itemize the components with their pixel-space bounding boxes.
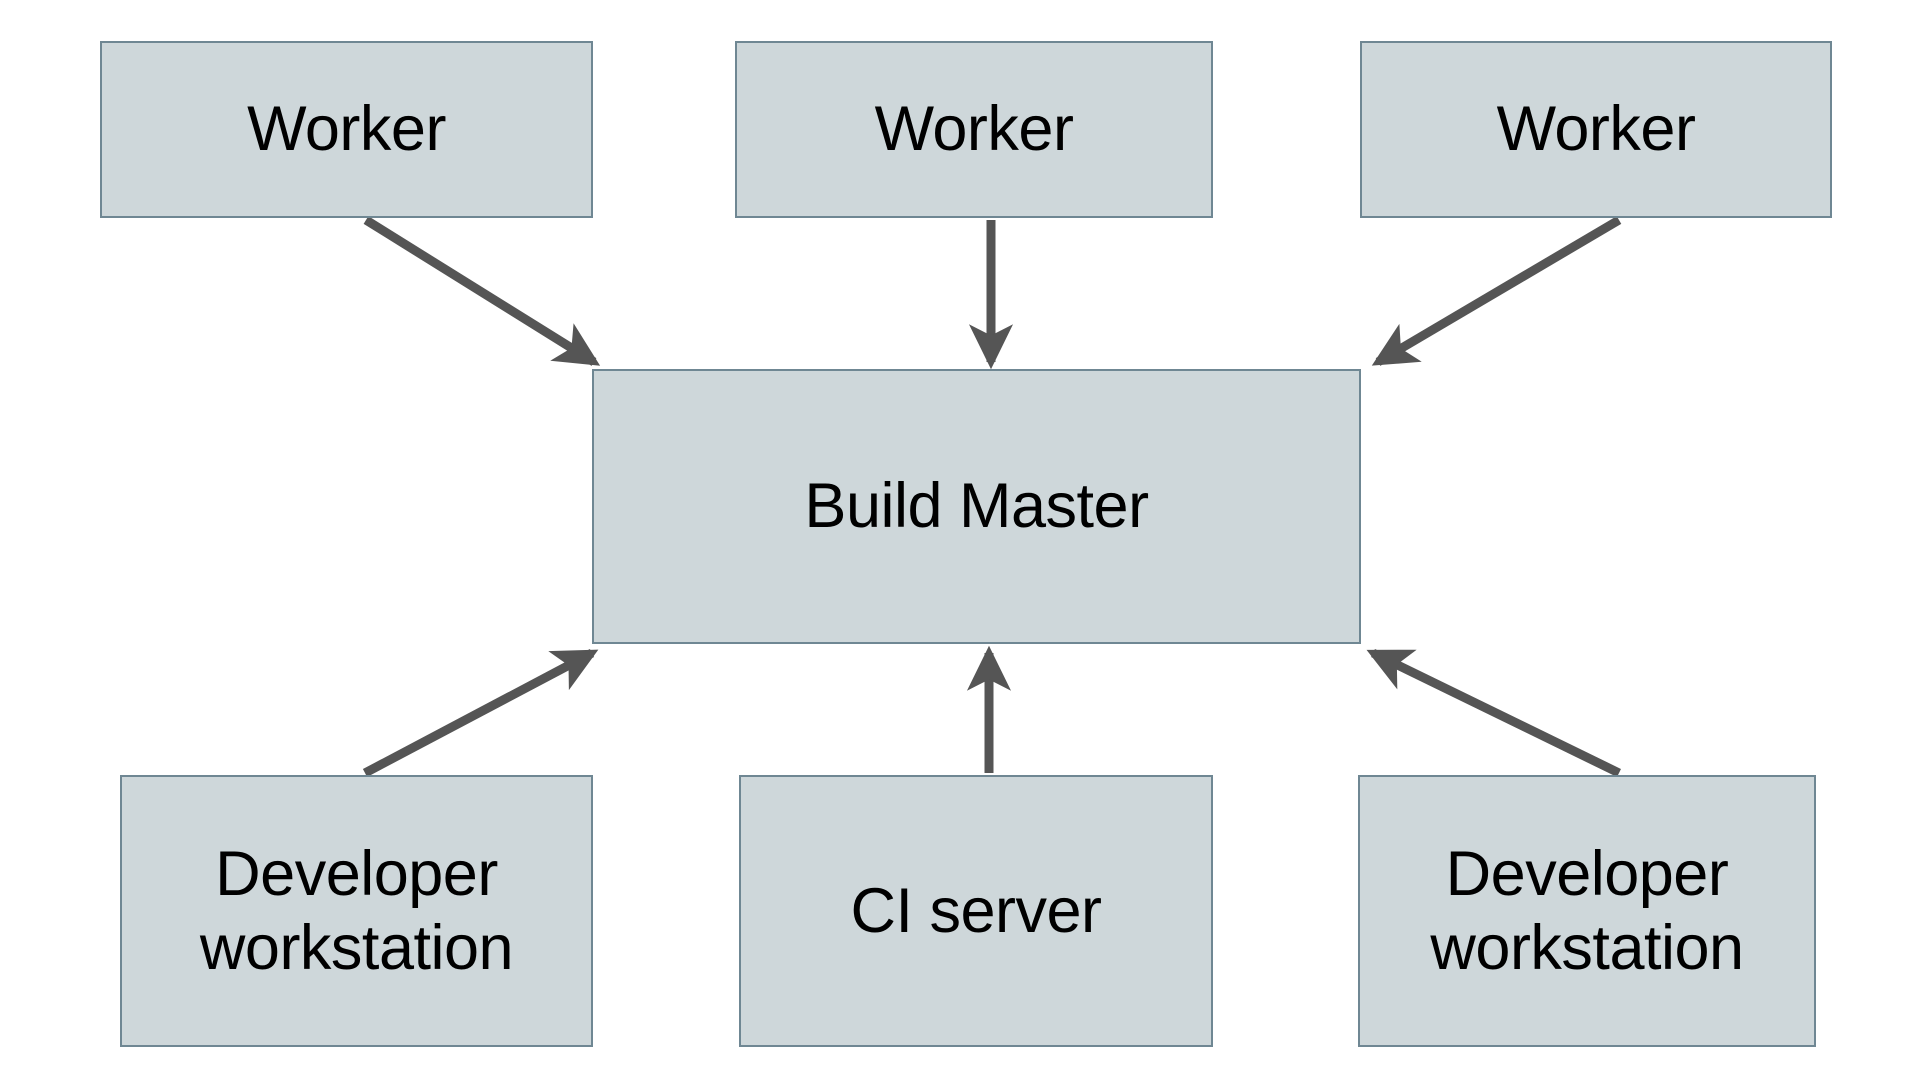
node-worker-2[interactable]: Worker — [735, 41, 1213, 218]
edge-worker3-to-master — [1371, 216, 1622, 366]
edge-worker1-to-master — [363, 216, 601, 366]
node-developer-workstation-left-label: Developer workstation — [199, 838, 514, 983]
edge-devright-to-master — [1366, 648, 1621, 778]
node-ci-server-label: CI server — [850, 875, 1102, 946]
node-build-master-label: Build Master — [804, 471, 1149, 542]
node-ci-server[interactable]: CI server — [739, 775, 1213, 1047]
edge-devleft-to-master — [362, 649, 599, 777]
node-worker-3-label: Worker — [1496, 94, 1696, 165]
node-worker-3[interactable]: Worker — [1360, 41, 1832, 218]
node-worker-1[interactable]: Worker — [100, 41, 593, 218]
node-developer-workstation-right-label: Developer workstation — [1430, 838, 1744, 983]
node-developer-workstation-left[interactable]: Developer workstation — [120, 775, 593, 1047]
node-worker-1-label: Worker — [247, 94, 446, 165]
node-build-master[interactable]: Build Master — [592, 369, 1361, 644]
node-worker-2-label: Worker — [874, 94, 1074, 165]
node-developer-workstation-right[interactable]: Developer workstation — [1358, 775, 1816, 1047]
